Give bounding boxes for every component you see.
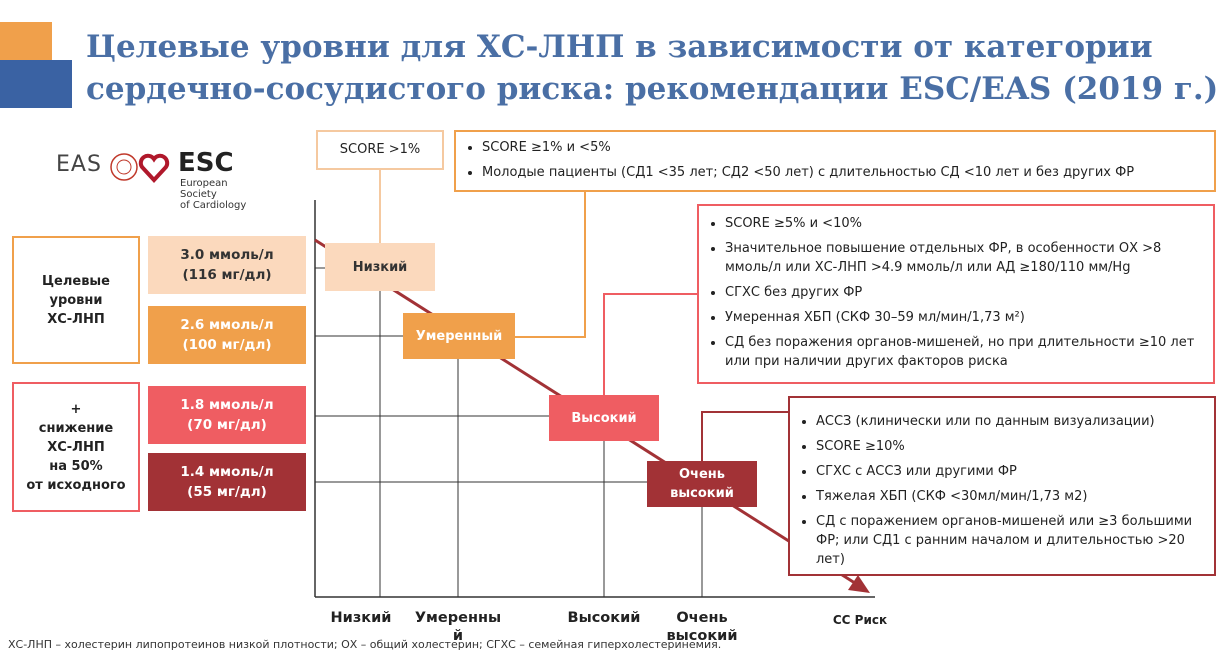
x-label-high: Высокий [567, 610, 641, 626]
target-value-low: 3.0 ммоль/л (116 мг/дл) [148, 236, 306, 294]
very-high-criterion: СГХС с АССЗ или другими ФР [816, 462, 1204, 481]
very-high-criterion: СД с поражением органов-мишеней или ≥3 б… [816, 512, 1204, 569]
esc-logo-text: ESC [178, 148, 234, 178]
slide-title: Целевые уровни для ХС-ЛНП в зависимости … [86, 26, 1224, 110]
eas-esc-logo: EAS ESC European Society of Cardiology [38, 138, 266, 211]
high-criterion: Умеренная ХБП (СКФ 30–59 мл/мин/1,73 м²) [725, 308, 1203, 327]
society-emblem-icon [110, 153, 170, 183]
target-value-high: 1.8 ммоль/л (70 мг/дл) [148, 386, 306, 444]
target-value-moderate: 2.6 ммоль/л (100 мг/дл) [148, 306, 306, 364]
high-criterion: Значительное повышение отдельных ФР, в о… [725, 239, 1203, 277]
footnote: ХС-ЛНП – холестерин липопротеинов низкой… [8, 638, 722, 651]
info-box-moderate: SCORE ≥1% и <5% Молодые пациенты (СД1 <3… [454, 130, 1216, 192]
very-high-criterion: АССЗ (клинически или по данным визуализа… [816, 412, 1204, 431]
very-high-criterion: Тяжелая ХБП (СКФ <30мл/мин/1,73 м2) [816, 487, 1204, 506]
x-axis-title: СС Риск [832, 613, 888, 627]
legend-reduction: + снижение ХС-ЛНП на 50% от исходного [12, 382, 140, 512]
high-criterion: СД без поражения органов-мишеней, но при… [725, 333, 1203, 371]
connectors [379, 170, 788, 461]
category-high: Высокий [549, 395, 659, 441]
x-label-very-high: Очень высокий [666, 610, 738, 644]
legend-target-levels: Целевые уровни ХС-ЛНП [12, 236, 140, 364]
very-high-criterion: SCORE ≥10% [816, 437, 1204, 456]
info-box-low: SCORE >1% [316, 130, 444, 170]
high-criterion: SCORE ≥5% и <10% [725, 214, 1203, 233]
target-value-very-high: 1.4 ммоль/л (55 мг/дл) [148, 453, 306, 511]
title-line-1: Целевые уровни для ХС-ЛНП в зависимости … [86, 29, 1153, 65]
info-box-high: SCORE ≥5% и <10% Значительное повышение … [697, 204, 1215, 384]
moderate-criterion: Молодые пациенты (СД1 <35 лет; СД2 <50 л… [482, 163, 1204, 182]
moderate-criterion: SCORE ≥1% и <5% [482, 138, 1204, 157]
axes [314, 200, 875, 598]
very-high-criteria-list: АССЗ (клинически или по данным визуализа… [800, 412, 1204, 569]
eas-logo-text: EAS [56, 152, 102, 177]
high-criteria-list: SCORE ≥5% и <10% Значительное повышение … [709, 214, 1203, 371]
title-line-2: сердечно-сосудистого риска: рекомендации… [86, 71, 1219, 107]
category-low: Низкий [325, 243, 435, 291]
high-criterion: СГХС без других ФР [725, 283, 1203, 302]
x-label-low: Низкий [330, 610, 392, 626]
x-label-moderate: Умеренны й [414, 610, 502, 644]
decor-orange-block [0, 22, 52, 62]
moderate-criteria-list: SCORE ≥1% и <5% Молодые пациенты (СД1 <3… [466, 138, 1204, 182]
esc-subtitle: European Society of Cardiology [180, 178, 247, 211]
category-very-high: Очень высокий [647, 461, 757, 507]
decor-blue-block [0, 60, 72, 108]
info-box-very-high: АССЗ (клинически или по данным визуализа… [788, 396, 1216, 576]
category-moderate: Умеренный [403, 313, 515, 359]
